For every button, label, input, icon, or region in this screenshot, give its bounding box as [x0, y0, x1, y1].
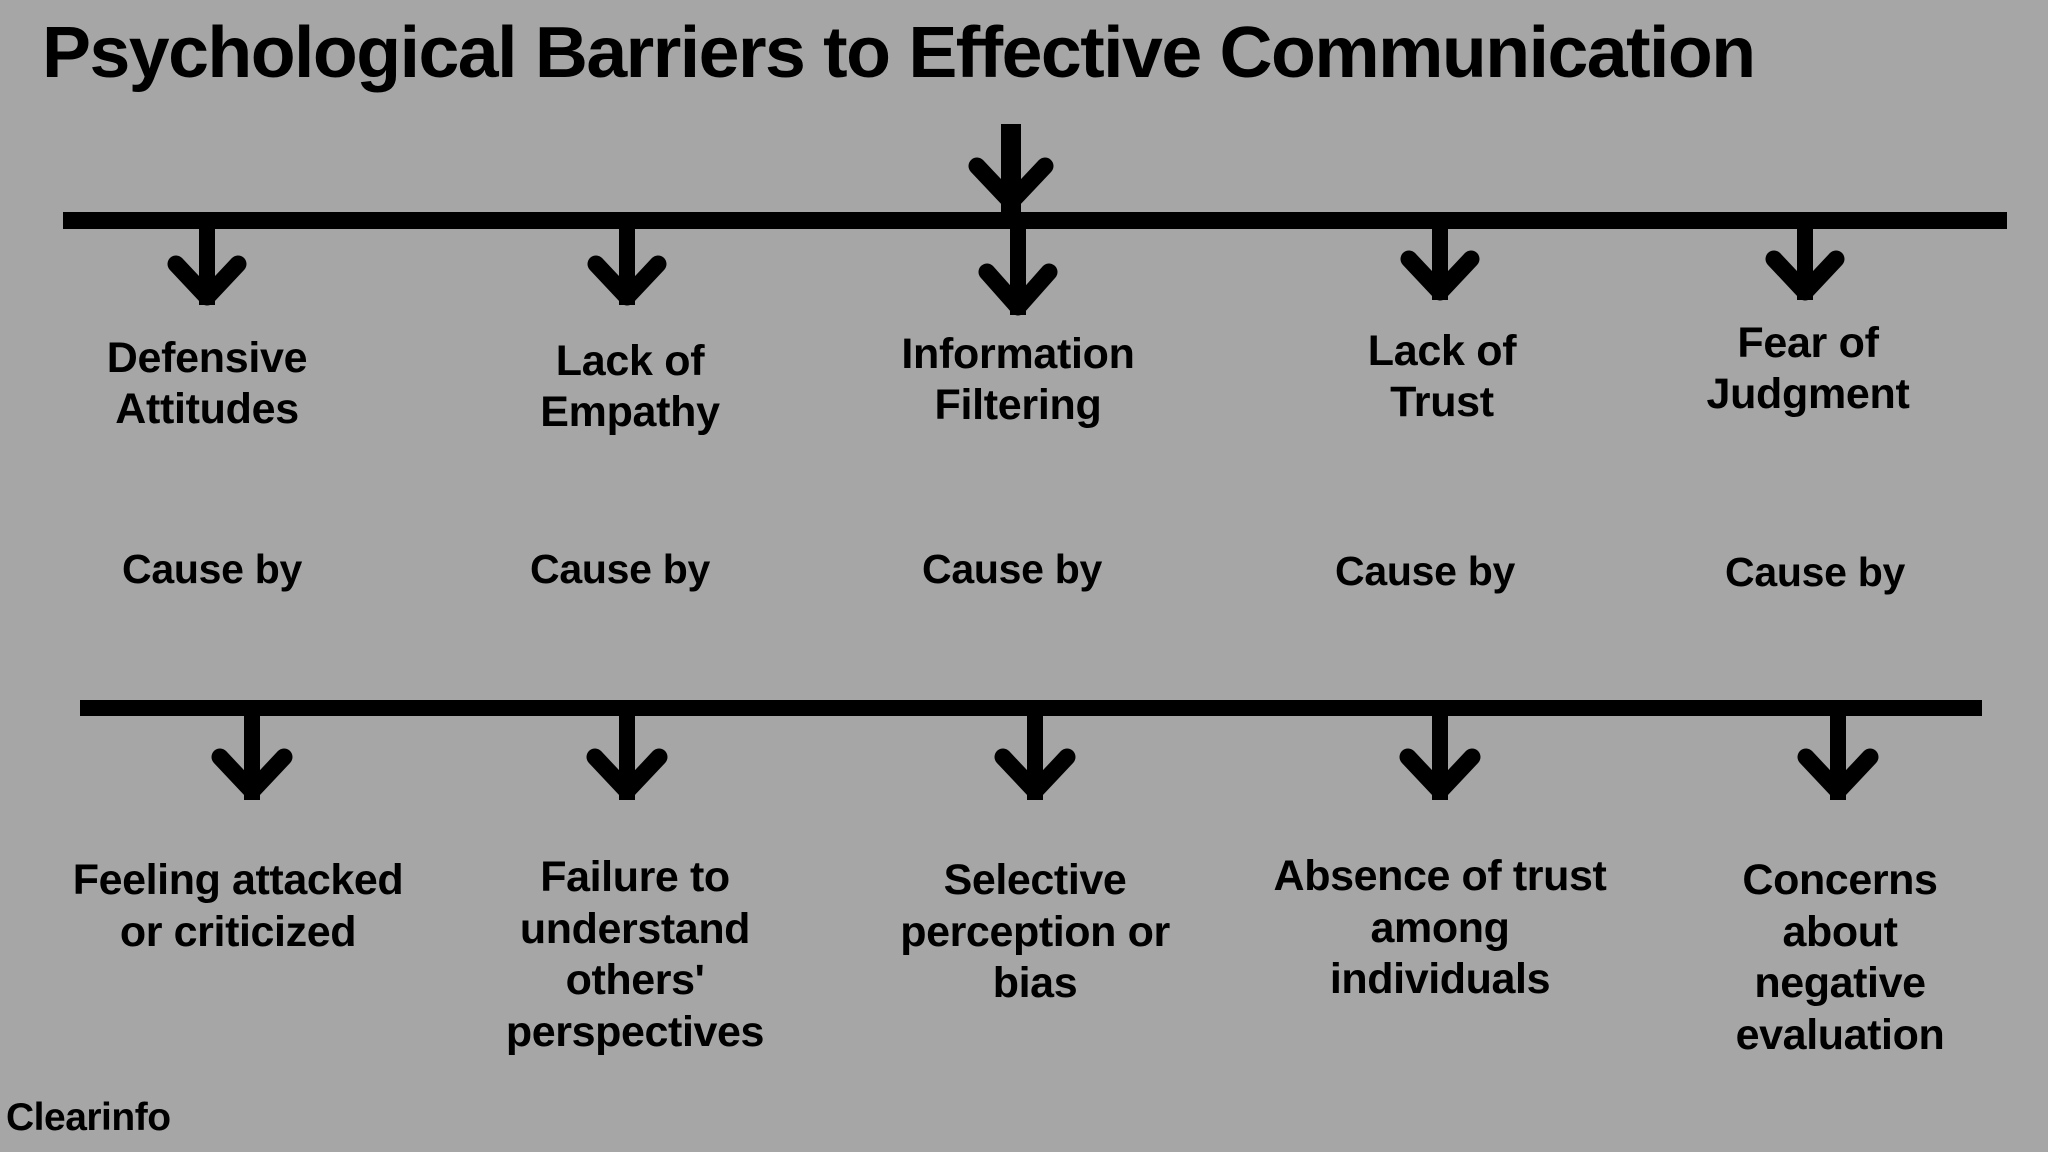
effect-label-4-line4: evaluation: [1735, 1010, 1945, 1059]
effect-label-3-line1: Absence of trust: [1273, 852, 1607, 900]
barrier-label-1: Lack of Empathy: [450, 336, 810, 437]
cause-label-4: Cause by: [1725, 549, 1905, 595]
effect-label-0: Feeling attacked or criticized: [18, 855, 458, 958]
effect-label-3-line3: individuals: [1329, 955, 1551, 1004]
effect-label-4-line2: about: [1782, 907, 1898, 956]
effect-label-1-line4: perspectives: [505, 1007, 765, 1056]
arrow-down-icon-effect-0: [211, 714, 293, 800]
clearinfo-watermark: Clearinfo: [6, 1096, 171, 1139]
horizontal-rule-top: [63, 212, 2007, 229]
effect-label-1-line2: understand: [519, 904, 751, 953]
effect-label-3-line2: among: [1370, 903, 1510, 952]
barrier-label-2: Information Filtering: [838, 329, 1198, 430]
cause-label-3: Cause by: [1335, 548, 1515, 594]
barrier-label-0: Defensive Attitudes: [27, 333, 387, 434]
arrow-down-icon-barrier-2: [978, 226, 1058, 316]
horizontal-rule-bottom: [80, 700, 1982, 716]
arrow-down-icon-barrier-0: [167, 226, 247, 306]
barrier-label-3-line2: Trust: [1390, 377, 1494, 426]
barrier-label-0-line2: Attitudes: [115, 384, 299, 433]
effect-label-0-line1: Feeling attacked: [72, 856, 404, 904]
effect-label-2-line3: bias: [992, 959, 1078, 1008]
effect-label-4: Concerns about negative evaluation: [1660, 855, 2020, 1061]
arrow-down-icon-effect-2: [994, 714, 1076, 800]
barrier-label-4-line1: Fear of: [1737, 319, 1879, 367]
barrier-label-1-line1: Lack of: [555, 337, 705, 385]
effect-label-0-line2: or criticized: [119, 907, 357, 956]
arrow-down-icon-root: [968, 124, 1054, 212]
cause-label-2: Cause by: [922, 546, 1102, 592]
arrow-down-icon-effect-1: [586, 714, 668, 800]
barrier-label-3: Lack of Trust: [1262, 326, 1622, 427]
barrier-label-2-line1: Information: [901, 330, 1135, 378]
effect-label-4-line3: negative: [1754, 959, 1926, 1008]
effect-label-1-line3: others': [565, 956, 705, 1005]
barrier-label-1-line2: Empathy: [540, 387, 720, 436]
cause-label-0: Cause by: [122, 546, 302, 592]
barrier-label-0-line1: Defensive: [106, 334, 308, 382]
arrow-down-icon-effect-3: [1399, 714, 1481, 800]
arrow-down-icon-barrier-3: [1400, 226, 1480, 301]
cause-label-1: Cause by: [530, 546, 710, 592]
effect-label-1: Failure to understand others' perspectiv…: [455, 852, 815, 1058]
effect-label-2-line1: Selective: [943, 856, 1127, 904]
barrier-label-4: Fear of Judgment: [1628, 318, 1988, 419]
arrow-down-icon-barrier-4: [1765, 226, 1845, 301]
page-title: Psychological Barriers to Effective Comm…: [42, 13, 1756, 93]
effect-label-2: Selective perception or bias: [855, 855, 1215, 1010]
effect-label-2-line2: perception or: [900, 907, 1170, 956]
barrier-label-2-line2: Filtering: [934, 380, 1102, 429]
barrier-label-4-line2: Judgment: [1706, 369, 1910, 418]
effect-label-3: Absence of trust among individuals: [1215, 851, 1665, 1006]
arrow-down-icon-effect-4: [1797, 714, 1879, 800]
barrier-label-3-line1: Lack of: [1367, 327, 1517, 375]
effect-label-4-line1: Concerns: [1742, 856, 1938, 904]
effect-label-1-line1: Failure to: [540, 853, 730, 901]
arrow-down-icon-barrier-1: [587, 226, 667, 306]
